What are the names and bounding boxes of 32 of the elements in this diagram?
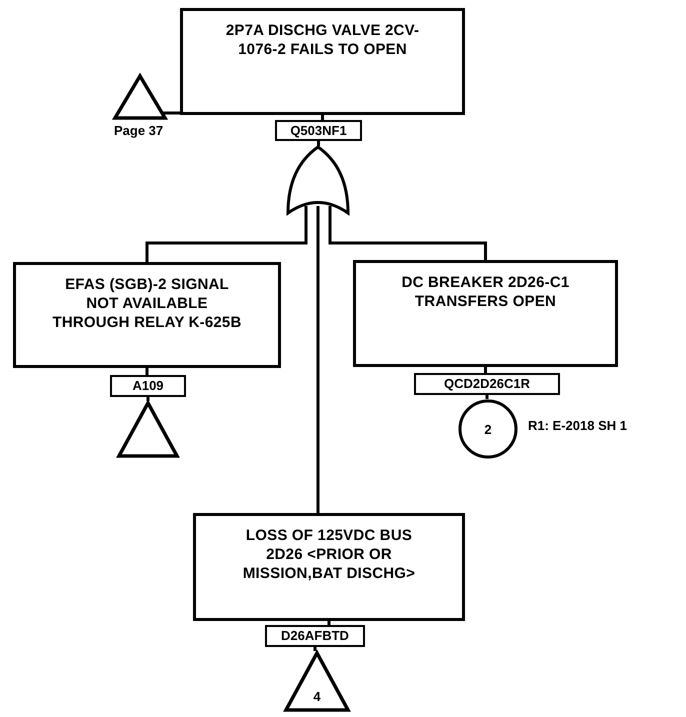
connector-line <box>321 115 324 120</box>
reference-note: R1: E-2018 SH 1 <box>528 418 627 433</box>
event-box <box>13 262 281 368</box>
connector-line <box>314 647 316 651</box>
transfer-triangle <box>117 401 179 458</box>
event-text: LOSS OF 125VDC BUS 2D26 <PRIOR OR MISSION,BAT DISCHG> <box>242 526 416 583</box>
event-box <box>353 260 618 367</box>
event-id-tag: D26AFBTD <box>265 625 365 647</box>
or-gate <box>286 146 350 214</box>
transfer-number: 4 <box>313 689 321 706</box>
connector-line <box>162 112 180 114</box>
transfer-triangle <box>113 74 167 120</box>
event-id-tag: A109 <box>110 375 186 397</box>
event-box <box>180 8 465 115</box>
event-box <box>193 513 465 621</box>
event-text: EFAS (SGB)-2 SIGNAL NOT AVAILABLE THROUGH RELAY K-625B <box>51 275 243 332</box>
transfer-triangle <box>284 651 350 712</box>
event-text: 2P7A DISCHG VALVE 2CV-1076-2 FAILS TO OPEN <box>224 21 420 59</box>
connector-line <box>484 367 487 373</box>
connector-line <box>328 621 330 625</box>
connector-line <box>316 206 320 513</box>
connector-line <box>328 206 487 260</box>
connector-circle <box>458 399 518 459</box>
connector-line <box>146 368 148 375</box>
connector-line <box>486 395 488 399</box>
connector-number: 2 <box>484 422 492 436</box>
event-text: DC BREAKER 2D26-C1 TRANSFERS OPEN <box>400 273 570 311</box>
connector-line <box>146 206 308 262</box>
event-id-tag: Q503NF1 <box>275 120 362 141</box>
reference-note: Page 37 <box>114 123 164 138</box>
event-id-tag: QCD2D26C1R <box>414 373 560 395</box>
connector-line <box>317 141 320 146</box>
